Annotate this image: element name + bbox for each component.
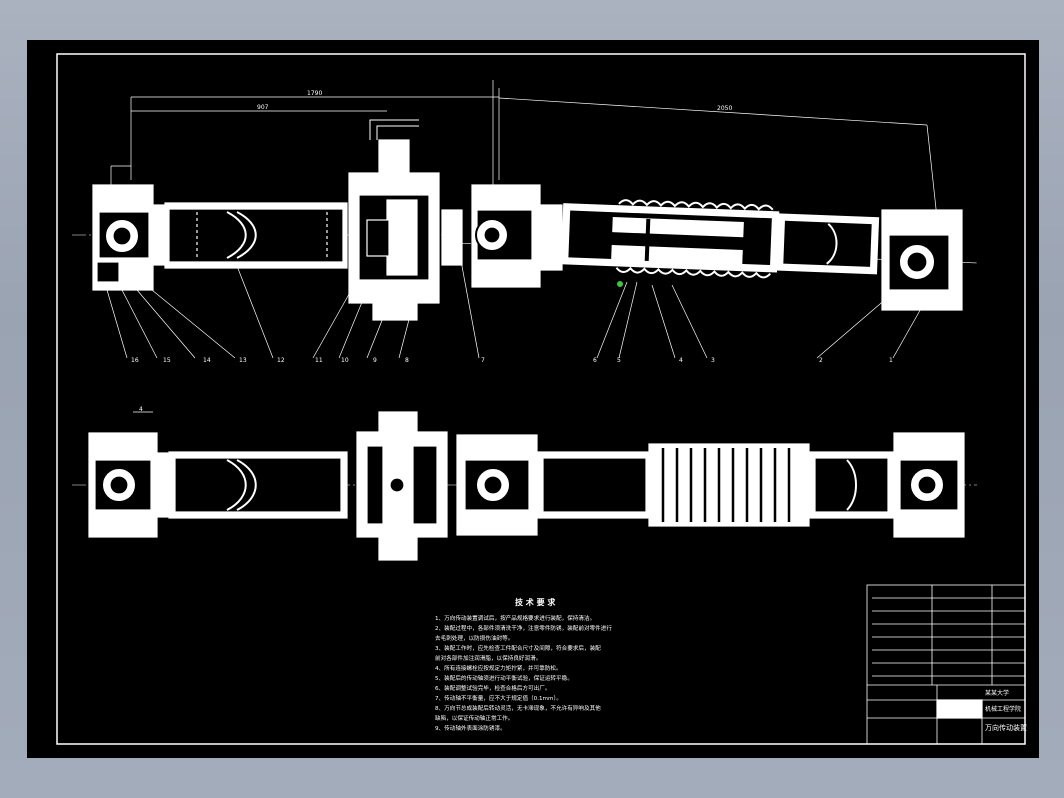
dim-overall-right: 2050 [717,105,732,112]
tech-req-line: 缺陷，以保证传动轴正常工作。 [435,714,513,722]
balloon-5: 5 [617,357,621,364]
title-block [866,584,1026,745]
tech-requirements: 技 术 要 求 1、万向传动装置调试后，按产品规格要求进行装配，保持清洁。 2、… [435,597,612,732]
tech-req-line: 4、所有连接螺栓应按规定力矩拧紧，并可靠防松。 [435,664,562,672]
tech-req-line: 5、装配后的传动轴须进行动平衡试验，保证运转平稳。 [435,674,573,682]
drawing-svg: 1790 907 2050 4 16 15 14 13 12 11 10 9 8… [56,53,1027,745]
balloon-16: 16 [131,357,139,364]
right-shaft-top [560,199,880,279]
tech-req-line: 2、装配过程中，各部件须清洗干净，注意零件防锈，装配前对零件进行 [435,624,612,632]
dim-overall-left: 1790 [307,90,322,97]
tech-req-line: 3、装配工作时，应先检查工件配合尺寸及间隙，符合要求后，装配 [435,644,601,652]
middle-yoke-top [441,209,463,266]
balloon-12: 12 [277,357,285,364]
drawing-border [56,53,1026,745]
balloon-11: 11 [315,357,323,364]
bellows-bottom [648,443,810,527]
leader-lines [106,249,928,359]
balloon-14: 14 [203,357,211,364]
tech-req-line: 去毛刺处理，以防损伤油封等。 [435,634,513,642]
dim-left-inner: 907 [257,104,269,111]
balloon-7: 7 [481,357,485,364]
title-block-school-line1: 某某大学 [985,689,1009,697]
tech-req-line: 6、装配调整试验完毕，检查合格后方可出厂。 [435,684,550,692]
drawing-canvas[interactable]: 1790 907 2050 4 16 15 14 13 12 11 10 9 8… [27,40,1039,758]
balloon-10: 10 [341,357,349,364]
title-block-school-line2: 机械工程学院 [985,705,1021,713]
balloon-3: 3 [711,357,715,364]
title-block-drawing-name: 万向传动装置 [985,723,1027,732]
tech-req-line: 1、万向传动装置调试后，按产品规格要求进行装配，保持清洁。 [435,614,595,622]
tech-req-line: 8、万向节总成装配后转动灵活，无卡滞现象，不允许有异响及其他 [435,704,601,712]
balloon-4: 4 [679,357,683,364]
tech-req-line: 前对各部件加注润滑脂，以保持良好润滑。 [435,654,541,662]
balloon-9: 9 [373,357,377,364]
balloon-1: 1 [889,357,893,364]
tech-req-line: 7、传动轴不平衡量，应不大于规定值（0.1mm）。 [435,694,562,702]
balloon-2: 2 [819,357,823,364]
balloon-6: 6 [593,357,597,364]
tech-req-line: 9、传动轴外表面涂防锈漆。 [435,724,506,732]
dimension-line-overall-right [498,97,928,126]
balloon-13: 13 [239,357,247,364]
tech-requirements-title: 技 术 要 求 [515,597,556,607]
balloon-8: 8 [405,357,409,364]
dim-small-top: 4 [139,406,143,413]
balloon-15: 15 [163,357,171,364]
